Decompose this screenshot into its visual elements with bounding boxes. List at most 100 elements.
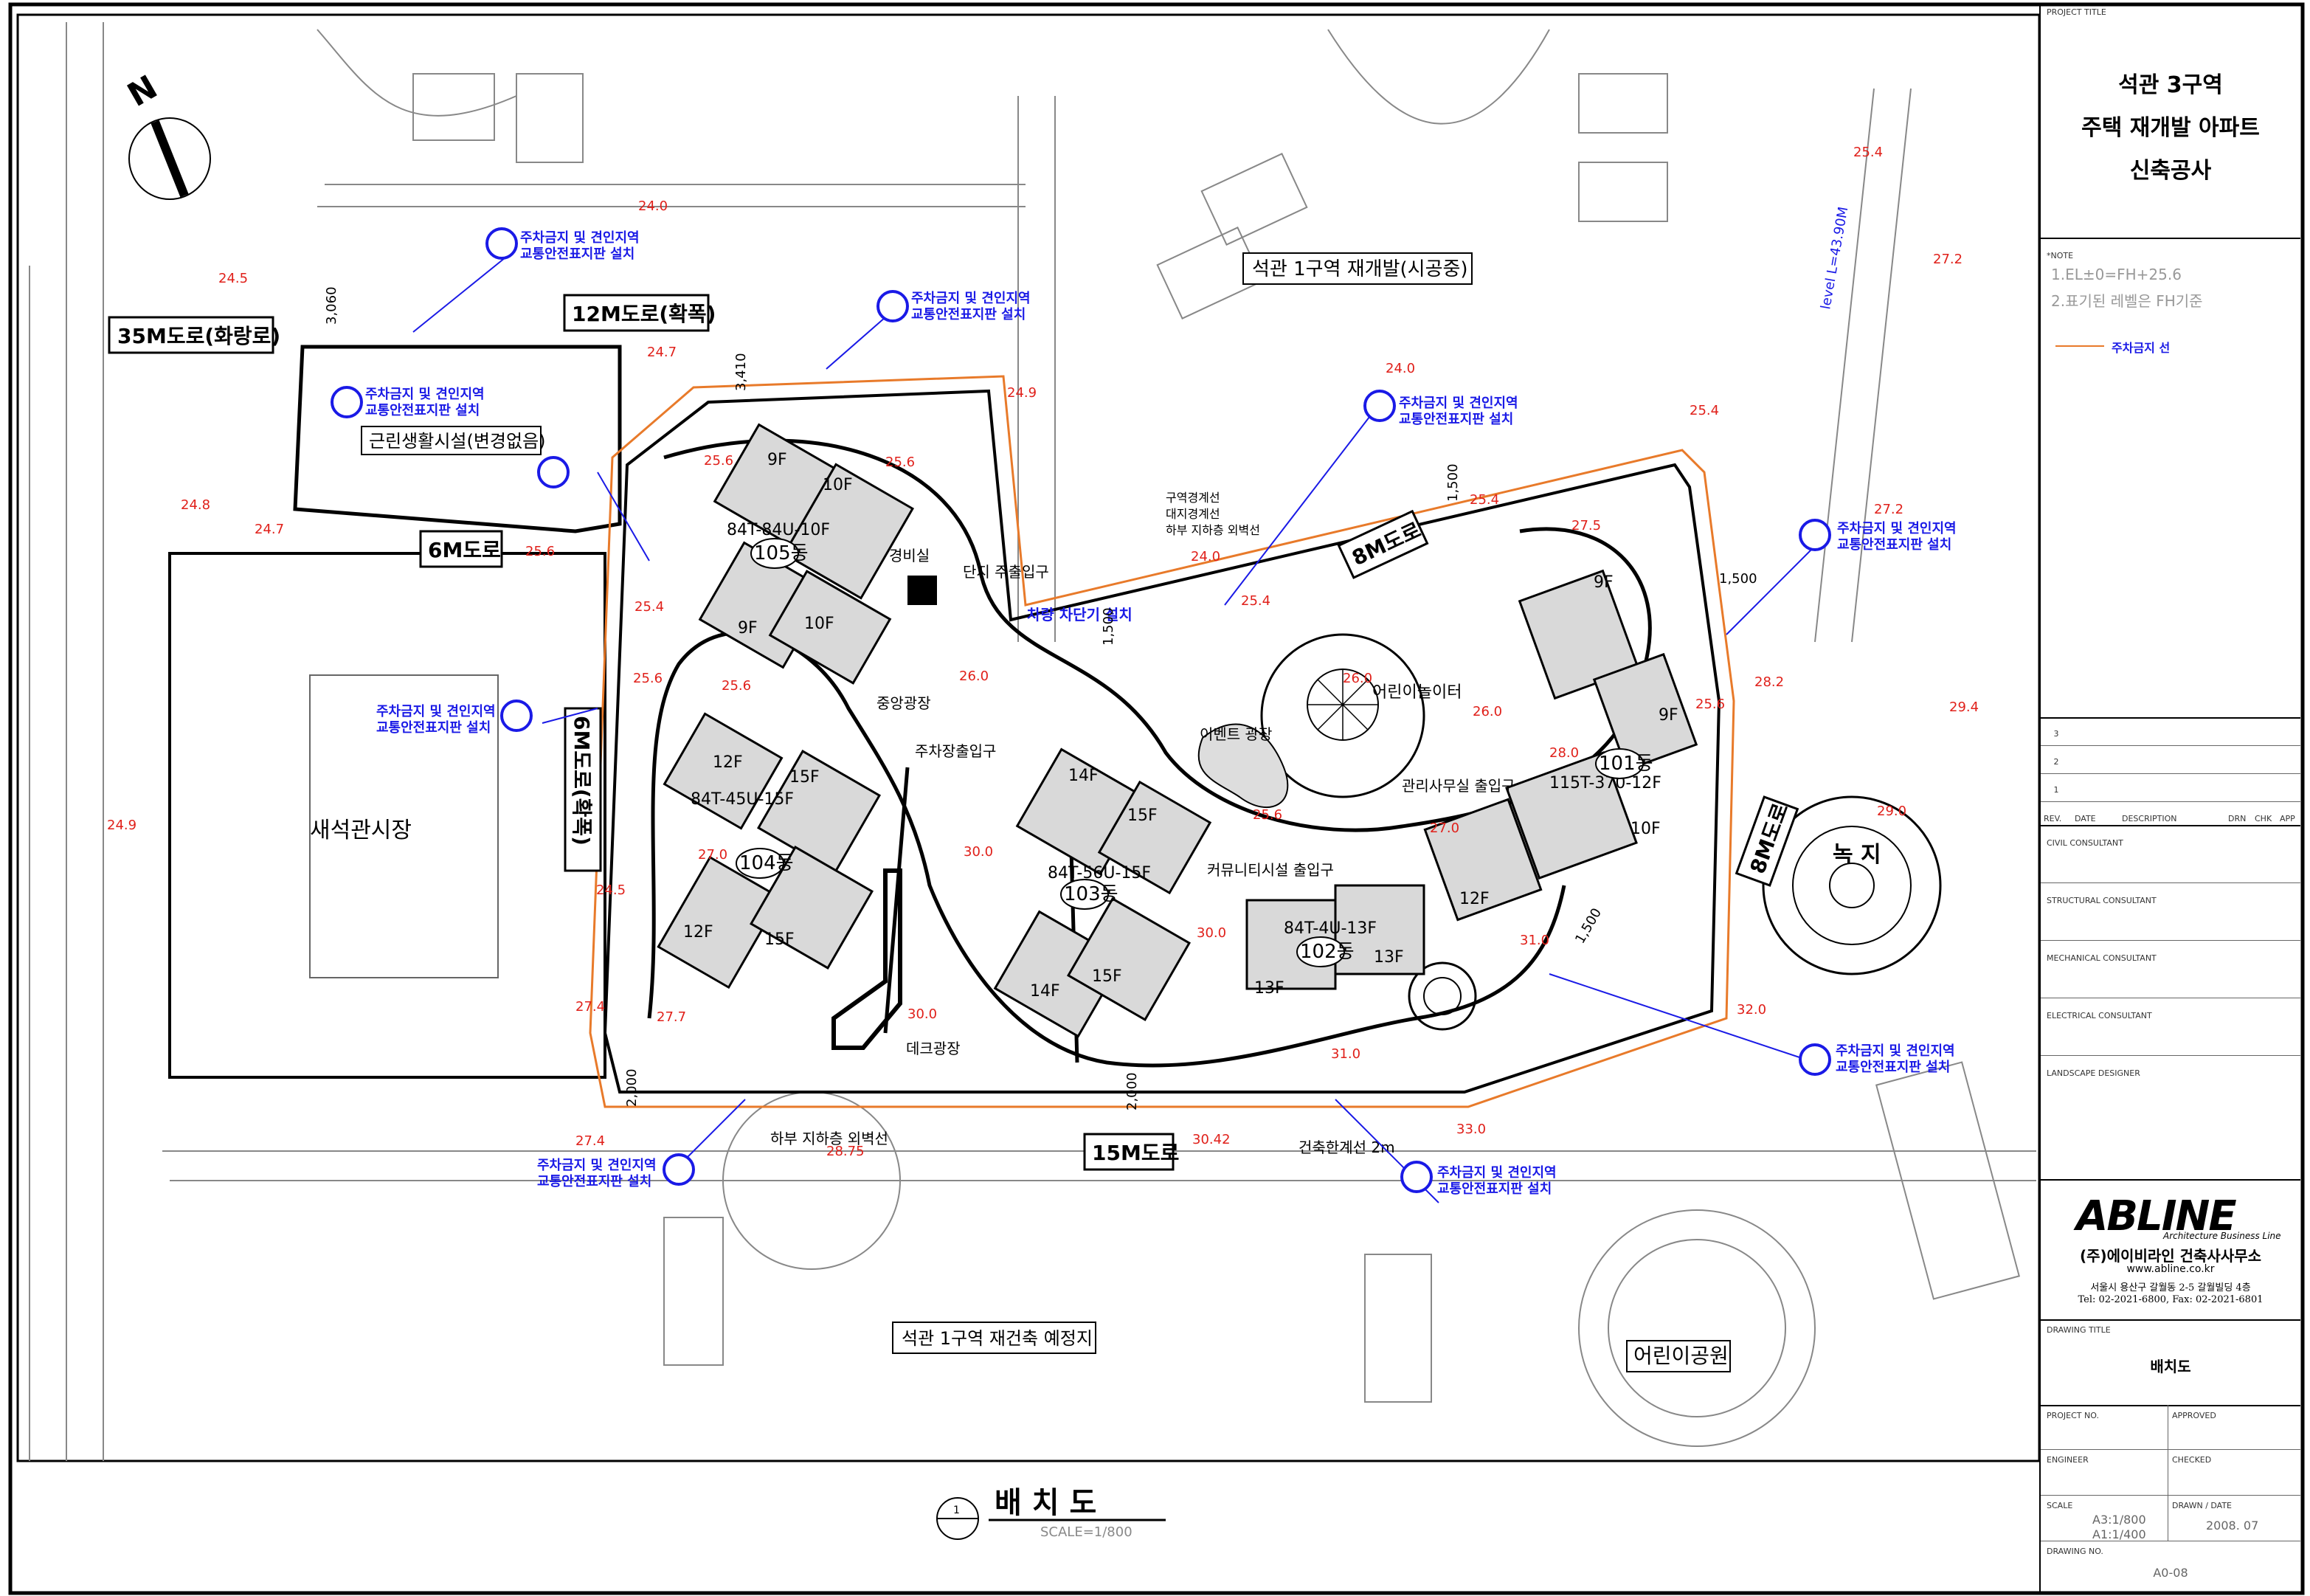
svg-text:27.4: 27.4 [575, 1133, 605, 1149]
svg-text:24.9: 24.9 [107, 818, 136, 833]
plan-title-block: 1 배 치 도 SCALE=1/800 [936, 1486, 1166, 1540]
drawing-title: 배치도 [2150, 1358, 2191, 1375]
svg-text:교통안전표지판 설치: 교통안전표지판 설치 [911, 307, 1026, 322]
no-parking-legend-label: 주차금지 선 [2112, 341, 2171, 355]
context-lines [29, 22, 2036, 1461]
svg-text:교통안전표지판 설치: 교통안전표지판 설치 [1399, 412, 1513, 427]
svg-text:주차금지 및 견인지역: 주차금지 및 견인지역 [1399, 395, 1518, 411]
north-label: N [122, 68, 164, 114]
firm-logo: ABLINE [2076, 1192, 2237, 1240]
svg-text:24.0: 24.0 [638, 198, 668, 214]
svg-text:2,000: 2,000 [1124, 1072, 1140, 1110]
svg-text:25.6: 25.6 [885, 455, 915, 470]
svg-text:13F: 13F [1374, 948, 1404, 967]
svg-text:교통안전표지판 설치: 교통안전표지판 설치 [376, 720, 491, 736]
svg-text:25.4: 25.4 [1690, 403, 1719, 418]
community-entry-label: 커뮤니티시설 출입구 [1207, 861, 1334, 879]
svg-text:15F: 15F [789, 768, 820, 787]
scale-a3: A3:1/800 [2092, 1513, 2146, 1527]
level-label: level L=43.90M [1818, 206, 1851, 311]
svg-text:25.6: 25.6 [1695, 697, 1725, 712]
svg-text:24.9: 24.9 [1007, 385, 1037, 401]
svg-text:2,000: 2,000 [624, 1068, 640, 1107]
svg-text:주차금지 및 견인지역: 주차금지 및 견인지역 [376, 704, 496, 719]
type-101: 115T-370-12F [1549, 774, 1661, 792]
structural-consultant: STRUCTURAL CONSULTANT [2047, 896, 2157, 905]
ramp [831, 868, 902, 1050]
svg-text:31.0: 31.0 [1520, 933, 1549, 948]
svg-text:33.0: 33.0 [1456, 1122, 1486, 1137]
svg-text:29.0: 29.0 [1877, 804, 1906, 819]
pond [1197, 723, 1289, 809]
svg-text:30.42: 30.42 [1192, 1132, 1231, 1147]
svg-text:12F: 12F [683, 923, 713, 942]
guard-house [907, 576, 937, 605]
road-6m: 6M도로 [428, 538, 501, 562]
svg-text:1,500: 1,500 [1719, 571, 1757, 587]
plan-frame [16, 13, 2041, 1462]
project-title-3: 신축공사 [2129, 158, 2212, 184]
svg-text:교통안전표지판 설치: 교통안전표지판 설치 [1837, 537, 1951, 553]
site-boundary [589, 375, 1735, 1108]
scale-a1: A1:1/400 [2092, 1527, 2146, 1541]
buildings [657, 423, 1698, 1038]
note-2: 2.표기된 레벨은 FH기준 [2051, 292, 2203, 310]
kids-playground-label: 어린이놀이터 [1372, 683, 1462, 702]
drawn-date: 2008. 07 [2206, 1519, 2259, 1533]
svg-text:25.6: 25.6 [633, 671, 663, 686]
svg-text:25.6: 25.6 [1253, 807, 1282, 823]
svg-text:13F: 13F [1254, 979, 1284, 998]
svg-text:24.7: 24.7 [647, 345, 677, 360]
parking-callouts [412, 254, 1816, 1203]
svg-text:27.5: 27.5 [1571, 518, 1601, 533]
road-12m: 12M도로(확폭) [572, 302, 716, 326]
parking-sign-callouts: 주차금지 및 견인지역 교통안전표지판 설치 주차금지 및 견인지역 교통안전표… [331, 227, 1957, 1197]
note-label: *NOTE [2047, 251, 2074, 260]
svg-text:1,500: 1,500 [1572, 905, 1605, 946]
svg-text:주차금지 및 견인지역: 주차금지 및 견인지역 [911, 291, 1031, 306]
note-1: 1.EL±0=FH+25.6 [2051, 266, 2182, 283]
playground-park-label: 어린이공원 [1633, 1344, 1729, 1368]
svg-text:29.4: 29.4 [1949, 699, 1979, 715]
dong-103: 103동 [1064, 883, 1118, 905]
market-block [168, 552, 606, 1079]
firm-address: 서울시 용산구 갈월동 2-5 갈월빌딩 4층 [2090, 1282, 2251, 1293]
svg-text:주차금지 및 견인지역: 주차금지 및 견인지역 [520, 230, 640, 246]
approved-label: APPROVED [2172, 1411, 2216, 1420]
svg-text:14F: 14F [1030, 982, 1060, 1001]
green-circle [1762, 795, 1942, 975]
svg-text:27.4: 27.4 [575, 999, 605, 1015]
svg-text:28.2: 28.2 [1754, 674, 1784, 690]
project-no-label: PROJECT NO. [2047, 1411, 2099, 1420]
svg-text:9F: 9F [738, 619, 758, 638]
svg-text:10F: 10F [823, 476, 853, 494]
svg-text:14F: 14F [1068, 767, 1099, 785]
floor-labels: 9F 10F 9F 10F 12F 15F 12F 15F 14F 15F 14… [683, 451, 1678, 1001]
svg-text:27.7: 27.7 [657, 1009, 686, 1025]
plan-scale: SCALE=1/800 [1040, 1524, 1132, 1540]
svg-text:28.0: 28.0 [1549, 745, 1579, 761]
svg-text:26.0: 26.0 [1473, 704, 1502, 719]
plan-title: 배 치 도 [995, 1486, 1096, 1520]
svg-text:1,500: 1,500 [1445, 463, 1461, 502]
setback-label: 건축한계선 2m [1298, 1139, 1395, 1156]
site-line-label: 대지경계선 [1166, 507, 1220, 521]
svg-text:25.6: 25.6 [525, 544, 555, 559]
central-plaza-label: 중앙광장 [876, 694, 931, 712]
barrier-label: 차량 차단기 설치 [1027, 606, 1132, 623]
road-35m: 35M도로(화랑로) [117, 324, 280, 348]
neighborhood-label: 근린생활시설(변경없음) [369, 431, 546, 452]
svg-text:주차금지 및 견인지역: 주차금지 및 견인지역 [365, 387, 485, 402]
elevation-markers: 24.0 24.5 24.7 24.9 25.6 25.6 24.8 24.7 … [107, 145, 1979, 1159]
svg-text:30.0: 30.0 [964, 844, 993, 860]
drawing-title-label: DRAWING TITLE [2047, 1325, 2111, 1335]
svg-text:교통안전표지판 설치: 교통안전표지판 설치 [537, 1174, 651, 1189]
playground-circle [1260, 633, 1425, 798]
svg-text:9F: 9F [767, 451, 787, 469]
svg-text:28.75: 28.75 [826, 1144, 865, 1159]
event-plaza-label: 이벤트 광장 [1200, 725, 1272, 743]
svg-text:24.5: 24.5 [596, 882, 626, 898]
svg-text:10F: 10F [1631, 820, 1661, 838]
area-labels: 근린생활시설(변경없음) 석관 1구역 재개발(시공중) 석관 1구역 재건축 … [361, 252, 1731, 1372]
